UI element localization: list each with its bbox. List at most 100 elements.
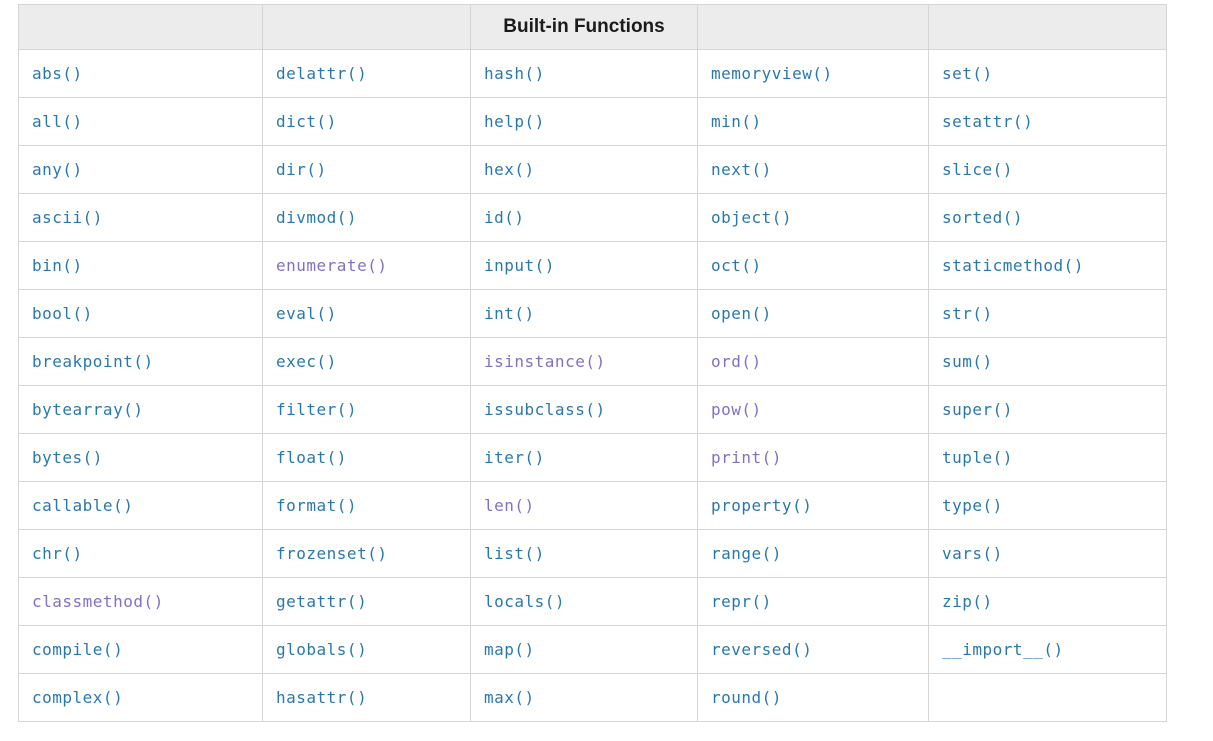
function-link[interactable]: eval() [276,304,337,323]
function-link[interactable]: hasattr() [276,688,368,707]
table-cell: bytearray() [18,385,263,434]
table-cell: hash() [470,49,698,98]
function-link[interactable]: locals() [484,592,566,611]
function-link[interactable]: dir() [276,160,327,179]
function-link[interactable]: vars() [942,544,1003,563]
table-cell: object() [697,193,929,242]
function-link[interactable]: bytes() [32,448,103,467]
function-link[interactable]: object() [711,208,793,227]
table-cell: oct() [697,241,929,290]
table-cell: pow() [697,385,929,434]
function-link[interactable]: super() [942,400,1013,419]
function-link[interactable]: print() [711,448,782,467]
table-cell: min() [697,97,929,146]
function-link[interactable]: enumerate() [276,256,388,275]
function-link[interactable]: property() [711,496,813,515]
function-link[interactable]: chr() [32,544,83,563]
function-link[interactable]: getattr() [276,592,368,611]
function-link[interactable]: classmethod() [32,592,164,611]
function-link[interactable]: bool() [32,304,93,323]
function-link[interactable]: min() [711,112,762,131]
function-link[interactable]: max() [484,688,535,707]
function-link[interactable]: str() [942,304,993,323]
function-link[interactable]: set() [942,64,993,83]
table-cell: vars() [928,529,1167,578]
function-link[interactable]: format() [276,496,358,515]
function-link[interactable]: divmod() [276,208,358,227]
table-cell: globals() [262,625,471,674]
function-link[interactable]: list() [484,544,545,563]
function-link[interactable]: pow() [711,400,762,419]
function-link[interactable]: memoryview() [711,64,833,83]
function-link[interactable]: iter() [484,448,545,467]
function-link[interactable]: id() [484,208,525,227]
function-link[interactable]: map() [484,640,535,659]
table-cell: exec() [262,337,471,386]
function-link[interactable]: type() [942,496,1003,515]
table-cell: staticmethod() [928,241,1167,290]
function-link[interactable]: help() [484,112,545,131]
table-row: all() dict() help() min() setattr() [18,97,1167,146]
function-link[interactable]: filter() [276,400,358,419]
function-link[interactable]: input() [484,256,555,275]
function-link[interactable]: float() [276,448,347,467]
function-link[interactable]: issubclass() [484,400,606,419]
function-link[interactable]: next() [711,160,772,179]
table-cell: set() [928,49,1167,98]
table-cell: slice() [928,145,1167,194]
table-header-row: Built-in Functions [18,4,1167,50]
function-link[interactable]: breakpoint() [32,352,154,371]
function-link[interactable]: bytearray() [32,400,144,419]
function-link[interactable]: repr() [711,592,772,611]
function-link[interactable]: oct() [711,256,762,275]
table-cell: enumerate() [262,241,471,290]
table-row: any() dir() hex() next() slice() [18,145,1167,194]
table-cell: str() [928,289,1167,338]
table-cell: type() [928,481,1167,530]
table-cell: map() [470,625,698,674]
function-link[interactable]: dict() [276,112,337,131]
table-row: bool() eval() int() open() str() [18,289,1167,338]
table-cell: abs() [18,49,263,98]
function-link[interactable]: complex() [32,688,124,707]
function-link[interactable]: all() [32,112,83,131]
table-cell: __import__() [928,625,1167,674]
function-link[interactable]: isinstance() [484,352,606,371]
table-row: abs() delattr() hash() memoryview() set() [18,49,1167,98]
function-link[interactable]: range() [711,544,782,563]
function-link[interactable]: globals() [276,640,368,659]
function-link[interactable]: hex() [484,160,535,179]
table-cell: property() [697,481,929,530]
function-link[interactable]: bin() [32,256,83,275]
function-link[interactable]: slice() [942,160,1013,179]
function-link[interactable]: abs() [32,64,83,83]
table-cell: dict() [262,97,471,146]
function-link[interactable]: delattr() [276,64,368,83]
header-cell-empty [262,4,471,50]
function-link[interactable]: round() [711,688,782,707]
function-link[interactable]: setattr() [942,112,1034,131]
function-link[interactable]: sum() [942,352,993,371]
function-link[interactable]: hash() [484,64,545,83]
function-link[interactable]: ascii() [32,208,103,227]
table-cell: super() [928,385,1167,434]
function-link[interactable]: frozenset() [276,544,388,563]
function-link[interactable]: tuple() [942,448,1013,467]
function-link[interactable]: exec() [276,352,337,371]
function-link[interactable]: __import__() [942,640,1064,659]
builtin-functions-table-body: abs() delattr() hash() memoryview() set() all… [18,49,1167,722]
function-link[interactable]: reversed() [711,640,813,659]
function-link[interactable]: open() [711,304,772,323]
function-link[interactable]: zip() [942,592,993,611]
function-link[interactable]: any() [32,160,83,179]
function-link[interactable]: ord() [711,352,762,371]
function-link[interactable]: compile() [32,640,124,659]
function-link[interactable]: int() [484,304,535,323]
table-cell: eval() [262,289,471,338]
function-link[interactable]: staticmethod() [942,256,1084,275]
function-link[interactable]: len() [484,496,535,515]
function-link[interactable]: sorted() [942,208,1024,227]
function-link[interactable]: callable() [32,496,134,515]
table-cell: callable() [18,481,263,530]
header-cell-empty [18,4,263,50]
